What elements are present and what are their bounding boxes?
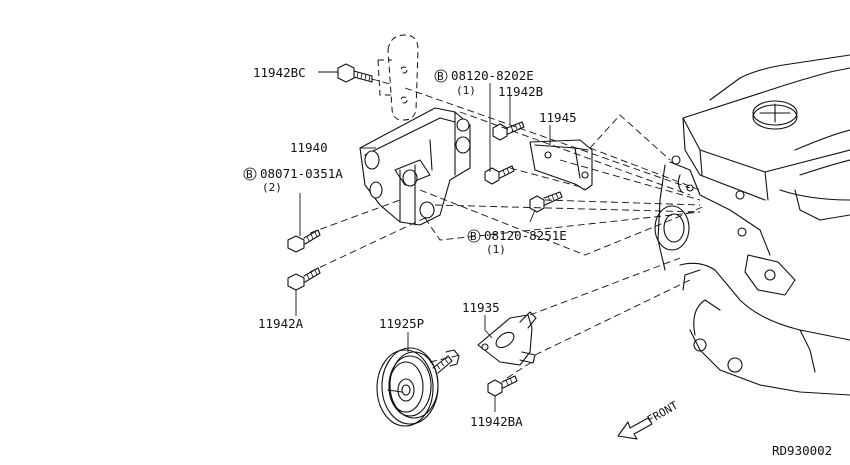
oil-filler-cap-icon [752, 100, 798, 130]
bolt-11942b [492, 121, 525, 141]
water-pump-boss-icon [654, 205, 690, 251]
bolt-symbol-label: B [437, 70, 444, 83]
label-11942bc: 11942BC [253, 65, 306, 80]
label-08120-8202e: 08120-8202E [451, 68, 534, 83]
label-11942a: 11942A [258, 316, 304, 331]
label-08120-8251e: 08120-8251E [484, 228, 567, 243]
bolt-11942a [287, 267, 321, 291]
leader-lines [295, 71, 551, 412]
qty-08120-8202e: (1) [456, 84, 476, 97]
bolt-symbol-label: B [470, 230, 477, 243]
bolt-symbol-08071-0351a: B [243, 167, 257, 181]
bolt-symbol-08120-8202e: B [434, 69, 448, 83]
bolt-08071-0351a [287, 229, 321, 253]
front-arrow-icon [617, 417, 653, 440]
label-11925p: 11925P [379, 316, 424, 331]
bracket-plate-11945 [529, 139, 593, 191]
label-11942ba: 11942BA [470, 414, 523, 429]
bolt-11942ba [487, 375, 518, 397]
front-direction-arrow: FRONT [617, 399, 681, 440]
bolt-symbol-label: B [246, 168, 253, 181]
bolt-08120-8202e [484, 165, 515, 185]
label-08071-0351a: 08071-0351A [260, 166, 343, 181]
alternator-bracket-11940 [359, 107, 471, 226]
phantom-bracket [377, 34, 419, 121]
bolt-08120-8251e [529, 191, 563, 213]
alignment-lines [309, 87, 706, 379]
front-label: FRONT [645, 399, 681, 427]
qty-08071-0351a: (2) [262, 181, 282, 194]
label-11945: 11945 [539, 110, 577, 125]
label-11935: 11935 [462, 300, 500, 315]
qty-08120-8251e: (1) [486, 243, 506, 256]
label-11940: 11940 [290, 140, 328, 155]
bolt-11942bc [337, 63, 391, 85]
idler-bracket-11935 [477, 311, 537, 366]
bolt-symbol-08120-8251e: B [467, 229, 481, 243]
label-11942b: 11942B [498, 84, 543, 99]
engine-block [654, 54, 850, 396]
callout-labels: 11942BC B 08120-8202E (1) 11942B 11945 1… [243, 65, 577, 429]
idler-pulley-11925p [376, 347, 460, 427]
diagram-id: RD930002 [772, 443, 832, 458]
